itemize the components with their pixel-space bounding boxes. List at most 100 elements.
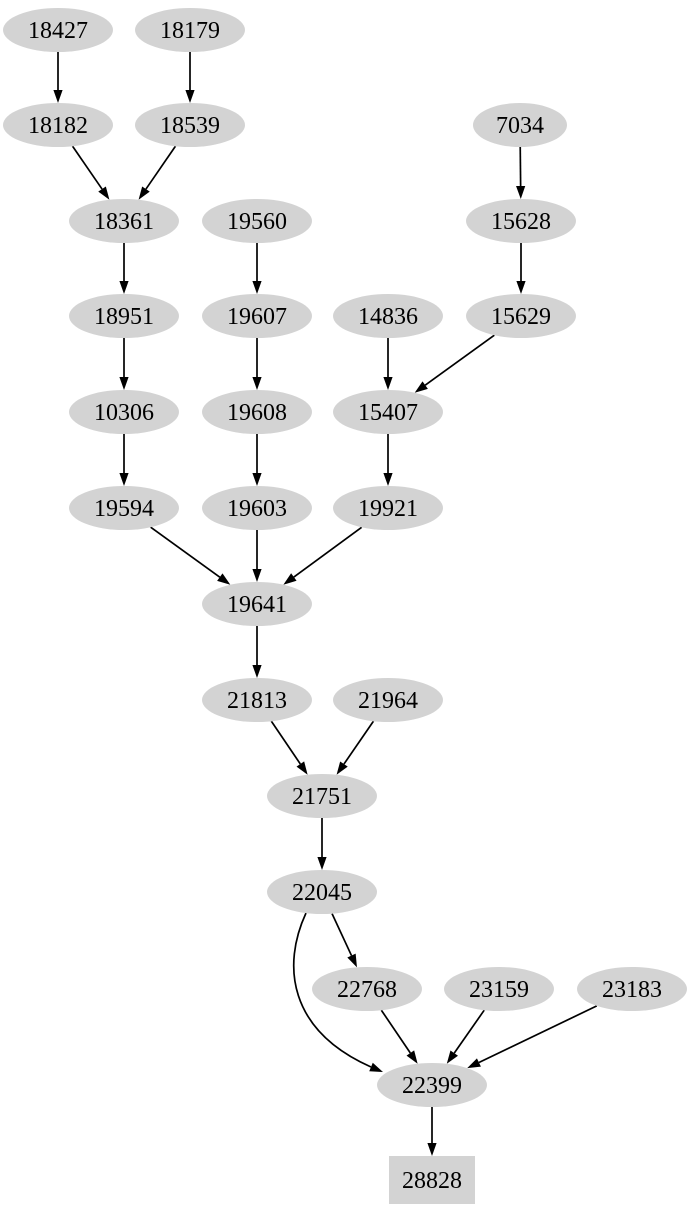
- node-19560: 19560: [202, 199, 312, 243]
- node-label: 15629: [491, 304, 551, 330]
- node-19594: 19594: [69, 486, 179, 530]
- edge-22045-22399: [292, 912, 383, 1072]
- node-ellipse-shape: [202, 678, 312, 722]
- node-label: 19641: [227, 592, 287, 618]
- node-ellipse-shape: [3, 8, 113, 52]
- node-label: 23183: [602, 977, 662, 1003]
- edge-21751-22045: [317, 818, 327, 870]
- edge-arrowhead-icon: [347, 953, 357, 968]
- node-label: 18427: [28, 18, 88, 44]
- edge-arrowhead-icon: [252, 377, 262, 390]
- edge-19594-19641: [150, 526, 231, 585]
- edge-arrowhead-icon: [446, 1050, 459, 1064]
- node-ellipse-shape: [69, 390, 179, 434]
- node-ellipse-shape: [202, 390, 312, 434]
- edge-arrowhead-icon: [185, 90, 195, 103]
- node-21964: 21964: [333, 678, 443, 722]
- node-19608: 19608: [202, 390, 312, 434]
- node-label: 19921: [358, 496, 418, 522]
- edge-arrowhead-icon: [317, 857, 327, 870]
- node-28828: 28828: [389, 1156, 475, 1204]
- edge-18427-18182: [53, 52, 63, 103]
- node-18539: 18539: [135, 103, 245, 147]
- node-ellipse-shape: [202, 294, 312, 338]
- edge-22045-22768: [331, 913, 357, 968]
- node-ellipse-shape: [202, 199, 312, 243]
- edge-23183-22399: [467, 1005, 598, 1069]
- node-label: 18179: [160, 18, 220, 44]
- edge-19603-19641: [252, 530, 262, 582]
- node-ellipse-shape: [444, 967, 554, 1011]
- node-21813: 21813: [202, 678, 312, 722]
- edge-line: [292, 912, 372, 1068]
- node-label: 18361: [94, 209, 154, 235]
- edge-line: [478, 1005, 598, 1064]
- node-ellipse-shape: [202, 486, 312, 530]
- edge-line: [293, 526, 363, 578]
- node-label: 18182: [28, 113, 88, 139]
- node-label: 21813: [227, 688, 287, 714]
- edge-19560-19607: [252, 243, 262, 294]
- edge-19641-21813: [252, 626, 262, 678]
- node-label: 19603: [227, 496, 287, 522]
- edge-23159-22399: [446, 1009, 485, 1064]
- node-7034: 7034: [473, 103, 567, 147]
- node-ellipse-shape: [69, 199, 179, 243]
- edge-arrowhead-icon: [252, 569, 262, 582]
- edge-arrowhead-icon: [217, 573, 231, 585]
- edge-line: [145, 145, 177, 190]
- node-label: 14836: [358, 304, 418, 330]
- edge-15629-15407: [414, 334, 495, 393]
- node-22399: 22399: [377, 1063, 487, 1107]
- node-ellipse-shape: [135, 8, 245, 52]
- node-label: 22768: [337, 977, 397, 1003]
- node-label: 19607: [227, 304, 287, 330]
- edge-arrowhead-icon: [138, 186, 150, 200]
- node-label: 19608: [227, 400, 287, 426]
- node-label: 22399: [402, 1073, 462, 1099]
- node-14836: 14836: [333, 294, 443, 338]
- node-22768: 22768: [312, 967, 422, 1011]
- node-ellipse-shape: [333, 294, 443, 338]
- edge-arrowhead-icon: [467, 1058, 481, 1069]
- node-19641: 19641: [202, 582, 312, 626]
- edge-arrowhead-icon: [369, 1062, 383, 1072]
- node-ellipse-shape: [69, 294, 179, 338]
- edge-arrowhead-icon: [383, 377, 393, 390]
- node-ellipse-shape: [466, 199, 576, 243]
- edge-arrowhead-icon: [383, 473, 393, 486]
- node-ellipse-shape: [135, 103, 245, 147]
- edge-line: [453, 1009, 485, 1054]
- node-18361: 18361: [69, 199, 179, 243]
- edge-arrowhead-icon: [336, 761, 348, 775]
- node-15628: 15628: [466, 199, 576, 243]
- node-label: 21751: [292, 784, 352, 810]
- edge-22768-22399: [380, 1009, 418, 1064]
- node-ellipse-shape: [577, 967, 687, 1011]
- edge-arrowhead-icon: [53, 90, 63, 103]
- node-ellipse-shape: [69, 486, 179, 530]
- edge-arrowhead-icon: [119, 473, 129, 486]
- edge-18539-18361: [138, 145, 177, 200]
- edge-21964-21751: [336, 720, 375, 775]
- edge-18179-18539: [185, 52, 195, 103]
- edge-15628-15629: [516, 243, 526, 294]
- edge-line: [270, 720, 302, 765]
- node-18179: 18179: [135, 8, 245, 52]
- edge-arrowhead-icon: [516, 185, 526, 200]
- edge-arrowhead-icon: [516, 281, 526, 294]
- node-label: 7034: [496, 113, 544, 139]
- edge-arrowhead-icon: [414, 381, 428, 393]
- node-18951: 18951: [69, 294, 179, 338]
- edge-19608-19603: [252, 434, 262, 486]
- edge-line: [150, 526, 221, 578]
- node-ellipse-shape: [202, 582, 312, 626]
- node-label: 15628: [491, 209, 551, 235]
- edge-arrowhead-icon: [296, 761, 308, 775]
- node-label: 23159: [469, 977, 529, 1003]
- edge-line: [71, 145, 103, 190]
- node-label: 18539: [160, 113, 220, 139]
- edge-21813-21751: [270, 720, 308, 775]
